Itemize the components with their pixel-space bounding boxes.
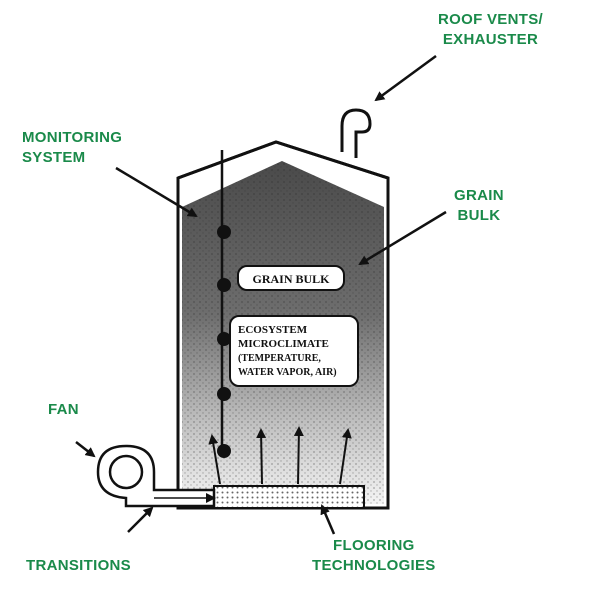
ecosystem-line-2: MICROCLIMATE: [238, 338, 329, 350]
label-grain-bulk: GRAIN BULK: [454, 187, 504, 224]
label-monitoring-system: MONITORING SYSTEM: [22, 129, 123, 166]
roof-vent-icon: [340, 108, 372, 158]
grain-bulk-box: [237, 265, 345, 291]
ecosystem-box: [229, 315, 359, 387]
grain-bulk-box-label: GRAIN BULK: [252, 272, 330, 286]
label-roof-vents: ROOF VENTS/ EXHAUSTER: [438, 11, 543, 48]
fan-icon: [96, 444, 216, 508]
flooring-plenum: [213, 485, 365, 509]
label-fan: FAN: [48, 401, 79, 418]
ecosystem-line-4: WATER VAPOR, AIR): [238, 367, 337, 378]
ecosystem-line-3: (TEMPERATURE,: [238, 353, 321, 364]
pointer-arrows: [75, 54, 447, 535]
ecosystem-line-1: ECOSYSTEM: [238, 324, 308, 336]
label-transitions: TRANSITIONS: [26, 557, 131, 574]
label-flooring-technologies: FLOORING TECHNOLOGIES: [312, 537, 436, 574]
airflow-arrows: [208, 426, 352, 485]
sensor-nodes: [217, 225, 231, 458]
